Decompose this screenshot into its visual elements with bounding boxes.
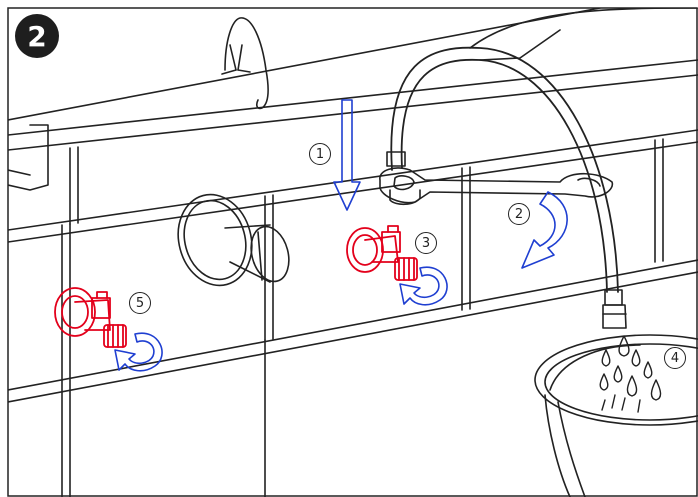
valve-left — [54, 287, 127, 348]
callout-5: 5 — [129, 292, 151, 314]
rotate-arrow-center-valve — [399, 266, 448, 306]
bucket — [534, 334, 698, 497]
callout-1: 1 — [309, 143, 331, 165]
countertop — [8, 8, 698, 191]
wall-tiles — [8, 129, 698, 497]
water-drops — [599, 335, 662, 413]
wrench — [379, 167, 614, 206]
rotate-arrow-left-valve — [114, 332, 163, 372]
wall-hook — [221, 17, 269, 110]
valve-center — [346, 225, 418, 281]
callout-2: 2 — [508, 203, 530, 225]
frame-border — [7, 7, 698, 497]
hose — [386, 46, 627, 329]
wall-outlet — [177, 193, 290, 287]
down-arrow — [333, 99, 361, 211]
rotate-arrow-wrench — [521, 191, 568, 269]
step-number-badge: 2 — [15, 14, 59, 58]
callout-3: 3 — [415, 232, 437, 254]
callout-4: 4 — [664, 347, 686, 369]
